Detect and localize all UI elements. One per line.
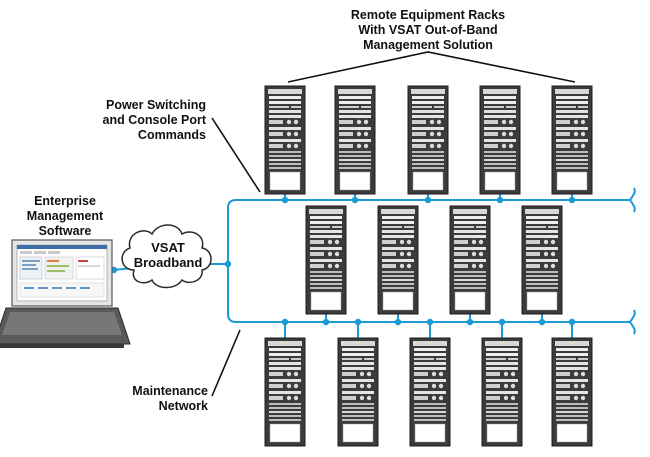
maintenance-pointer (211, 329, 241, 397)
remote-racks-line-2: With VSAT Out-of-Band (358, 23, 498, 37)
server-rack-icon (407, 85, 449, 195)
server-rack-icon (521, 205, 563, 315)
network-node (426, 318, 434, 326)
enterprise-line-3: Software (38, 224, 92, 238)
remote-racks-line-1: Remote Equipment Racks (350, 8, 506, 22)
server-rack-icon (449, 205, 491, 315)
vsat-broadband-label: VSAT Broadband (128, 240, 208, 270)
server-rack-icon (551, 337, 593, 447)
network-node (538, 318, 546, 326)
connector-lines (211, 51, 576, 397)
power-switching-line-3: Commands (137, 128, 206, 142)
server-rack-icon (551, 85, 593, 195)
maintenance-network-label: Maintenance Network (100, 384, 208, 414)
network-node (281, 318, 289, 326)
network-node (498, 318, 506, 326)
vsat-line-2: Broadband (133, 255, 203, 270)
network-node (224, 260, 232, 268)
server-rack-icon (337, 337, 379, 447)
server-rack-icon (377, 205, 419, 315)
network-node (354, 318, 362, 326)
network-node (568, 196, 576, 204)
network-node (281, 196, 289, 204)
equipment-racks (264, 85, 593, 447)
network-node (424, 196, 432, 204)
power-switching-line-1: Power Switching (105, 98, 206, 112)
enterprise-software-label: Enterprise Management Software (10, 194, 120, 239)
server-rack-icon (479, 85, 521, 195)
network-node (351, 196, 359, 204)
network-node (322, 318, 330, 326)
diagram-extras (0, 224, 212, 349)
network-node (394, 318, 402, 326)
server-rack-icon (481, 337, 523, 447)
server-rack-icon (264, 85, 306, 195)
maintenance-line-2: Network (158, 399, 208, 413)
network-node (496, 196, 504, 204)
remote-racks-line-3: Management Solution (363, 38, 493, 52)
server-rack-icon (409, 337, 451, 447)
bus-end-bottom (629, 309, 636, 335)
network-nodes (110, 196, 576, 326)
remote-racks-label: Remote Equipment Racks With VSAT Out-of-… (328, 8, 528, 53)
laptop-computer-icon (0, 239, 131, 349)
server-rack-icon (264, 337, 306, 447)
server-rack-icon (305, 205, 347, 315)
power-switching-label: Power Switching and Console Port Command… (96, 98, 206, 143)
network-node (466, 318, 474, 326)
server-rack-icon (334, 85, 376, 195)
racks-callout-line (287, 51, 576, 83)
enterprise-line-2: Management (26, 209, 104, 223)
power-switching-pointer (211, 117, 261, 193)
maintenance-line-1: Maintenance (132, 384, 208, 398)
cloud-icon (121, 224, 212, 289)
network-bus (227, 199, 630, 323)
vsat-line-1: VSAT (151, 240, 185, 255)
network-node (568, 318, 576, 326)
enterprise-line-1: Enterprise (34, 194, 96, 208)
bus-end-top (629, 187, 636, 213)
power-switching-line-2: and Console Port (102, 113, 206, 127)
